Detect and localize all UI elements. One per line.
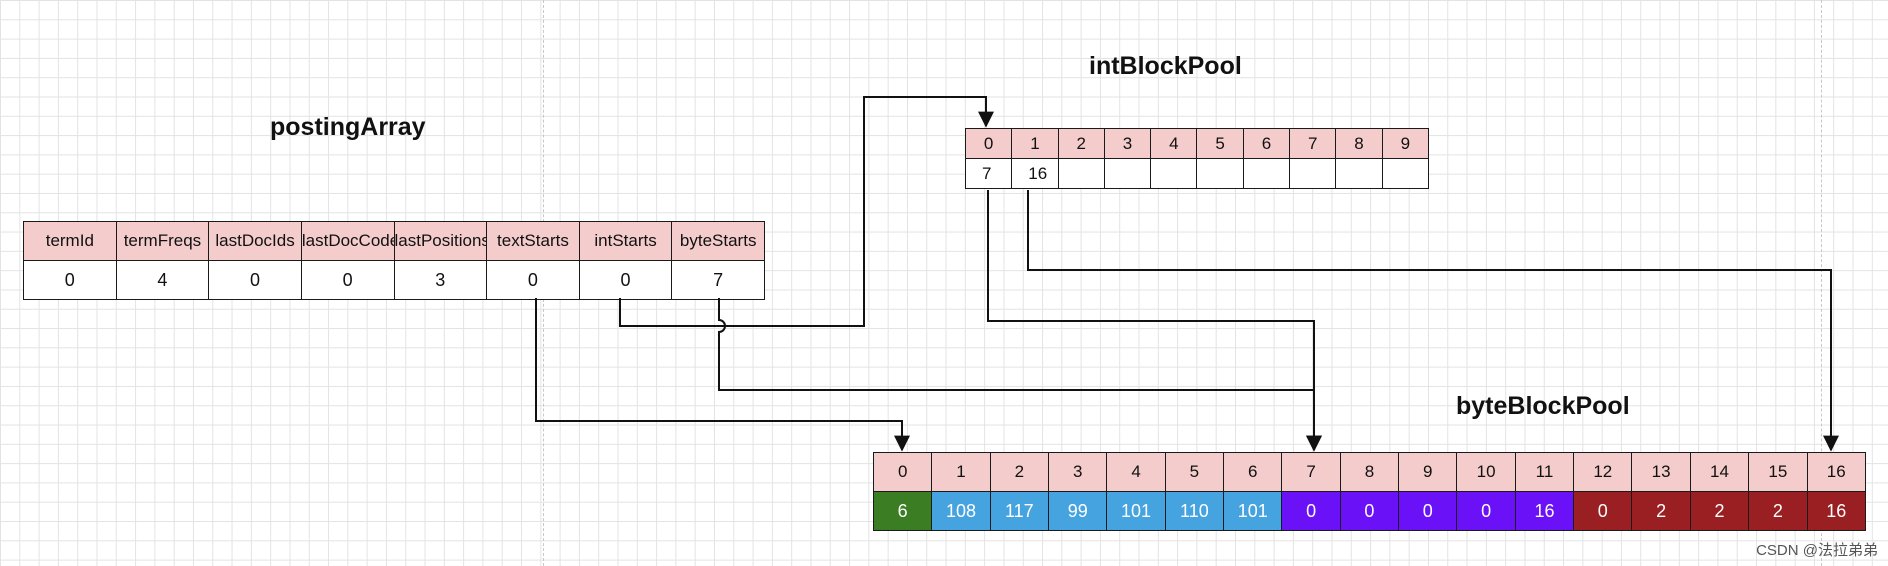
byte-index-cell: 7 xyxy=(1281,452,1341,492)
byte-index-cell: 4 xyxy=(1106,452,1166,492)
posting-value-cell: 0 xyxy=(486,260,580,300)
int-value-cell xyxy=(1289,158,1337,189)
byte-text-cell: 108 xyxy=(931,491,991,531)
int-value-cell xyxy=(1381,158,1430,189)
byte-slice-cell: 0 xyxy=(1573,491,1633,531)
byte-index-cell: 9 xyxy=(1398,452,1458,492)
posting-header-cell: lastDocCodes xyxy=(300,221,395,261)
int-block-pool-table: 0 1 2 3 4 5 6 7 8 9 7 16 xyxy=(964,128,1430,189)
byte-index-cell: 0 xyxy=(872,452,933,492)
byte-block-pool-table: 0 1 2 3 4 5 6 7 8 9 10 11 12 13 14 15 16… xyxy=(872,452,1866,531)
byte-index-cell: 16 xyxy=(1806,452,1866,492)
int-value-cell: 16 xyxy=(1011,158,1059,189)
int-index-cell: 9 xyxy=(1381,128,1430,159)
posting-header-row: termId termFreqs lastDocIds lastDocCodes… xyxy=(23,221,765,261)
int-value-cell: 7 xyxy=(964,158,1013,189)
posting-array-table: termId termFreqs lastDocIds lastDocCodes… xyxy=(23,221,765,300)
byte-index-cell: 3 xyxy=(1048,452,1108,492)
byte-index-cell: 11 xyxy=(1514,452,1575,492)
byte-index-cell: 15 xyxy=(1748,452,1808,492)
byte-index-cell: 13 xyxy=(1631,452,1691,492)
byte-value-row: 6 108 117 99 101 110 101 0 0 0 0 16 0 2 … xyxy=(872,491,1866,531)
int-value-cell xyxy=(1335,158,1383,189)
posting-value-cell: 0 xyxy=(208,260,302,300)
byte-index-cell: 5 xyxy=(1164,452,1225,492)
int-index-cell: 6 xyxy=(1242,128,1291,159)
byte-index-cell: 12 xyxy=(1573,452,1633,492)
int-index-cell: 4 xyxy=(1150,128,1198,159)
int-pool-slot1-arrow xyxy=(1027,190,1839,452)
byte-slice-cell: 2 xyxy=(1631,491,1691,531)
byte-index-cell: 10 xyxy=(1456,452,1516,492)
int-index-cell: 5 xyxy=(1196,128,1244,159)
int-value-cell xyxy=(1150,158,1198,189)
byte-slice-cell: 16 xyxy=(1514,491,1575,531)
int-value-cell xyxy=(1196,158,1244,189)
int-index-row: 0 1 2 3 4 5 6 7 8 9 xyxy=(964,128,1430,159)
int-value-row: 7 16 xyxy=(964,158,1430,189)
posting-header-cell: intStarts xyxy=(578,221,673,261)
byte-block-pool-title: byteBlockPool xyxy=(1456,392,1630,420)
posting-value-cell: 7 xyxy=(671,260,765,300)
posting-value-cell: 0 xyxy=(23,260,117,300)
posting-value-cell: 3 xyxy=(393,260,488,300)
byte-index-cell: 14 xyxy=(1689,452,1750,492)
posting-array-title: postingArray xyxy=(270,113,426,141)
int-value-cell xyxy=(1242,158,1291,189)
posting-header-cell: byteStarts xyxy=(671,221,765,261)
int-index-cell: 7 xyxy=(1289,128,1337,159)
posting-header-cell: lastPositions xyxy=(393,221,488,261)
int-block-pool-title: intBlockPool xyxy=(1089,52,1242,80)
byte-index-row: 0 1 2 3 4 5 6 7 8 9 10 11 12 13 14 15 16 xyxy=(872,452,1866,492)
byte-index-cell: 8 xyxy=(1339,452,1400,492)
posting-header-cell: termFreqs xyxy=(115,221,210,261)
byte-length-cell: 6 xyxy=(872,491,933,531)
byte-index-cell: 2 xyxy=(989,452,1050,492)
int-index-cell: 0 xyxy=(964,128,1013,159)
text-starts-arrow xyxy=(535,298,910,452)
byte-slice-cell: 2 xyxy=(1689,491,1750,531)
byte-starts-arrow xyxy=(718,298,1322,452)
int-value-cell xyxy=(1057,158,1105,189)
posting-value-cell: 4 xyxy=(115,260,210,300)
posting-header-cell: textStarts xyxy=(486,221,580,261)
byte-text-cell: 99 xyxy=(1048,491,1108,531)
posting-header-cell: lastDocIds xyxy=(208,221,302,261)
byte-slice-cell: 0 xyxy=(1456,491,1516,531)
byte-index-cell: 6 xyxy=(1223,452,1283,492)
byte-text-cell: 117 xyxy=(989,491,1050,531)
int-value-cell xyxy=(1103,158,1152,189)
byte-text-cell: 101 xyxy=(1223,491,1283,531)
int-index-cell: 2 xyxy=(1057,128,1105,159)
byte-text-cell: 110 xyxy=(1164,491,1225,531)
int-pool-slot0-arrow xyxy=(987,190,1322,452)
posting-value-row: 0 4 0 0 3 0 0 7 xyxy=(23,260,765,300)
int-index-cell: 3 xyxy=(1103,128,1152,159)
int-index-cell: 8 xyxy=(1335,128,1383,159)
byte-slice-cell: 0 xyxy=(1398,491,1458,531)
int-index-cell: 1 xyxy=(1011,128,1059,159)
byte-text-cell: 101 xyxy=(1106,491,1166,531)
byte-slice-cell: 0 xyxy=(1281,491,1341,531)
posting-value-cell: 0 xyxy=(300,260,395,300)
posting-header-cell: termId xyxy=(23,221,117,261)
byte-slice-cell: 16 xyxy=(1806,491,1866,531)
posting-value-cell: 0 xyxy=(578,260,673,300)
csdn-watermark: CSDN @法拉弟弟 xyxy=(1756,542,1878,559)
byte-slice-cell: 2 xyxy=(1748,491,1808,531)
byte-index-cell: 1 xyxy=(931,452,991,492)
byte-slice-cell: 0 xyxy=(1339,491,1400,531)
